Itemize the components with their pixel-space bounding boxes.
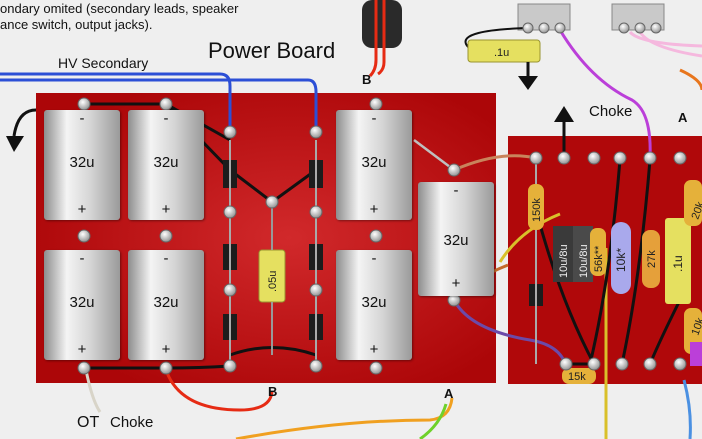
- wire-red-top-2: [377, 0, 386, 76]
- cap-plus: +: [161, 201, 171, 218]
- capacitor-2: - 32u +: [128, 110, 204, 220]
- wire-blue-right: [682, 379, 692, 439]
- film-cap-top-label: .1u: [494, 47, 509, 59]
- film-cap-top: [467, 39, 541, 63]
- choke-bottom-label: Choke: [110, 414, 154, 431]
- cap-minus: -: [79, 110, 85, 127]
- arrow-left-head: [6, 136, 24, 152]
- top-connector: [362, 0, 402, 48]
- black-jumpers: [84, 102, 682, 370]
- res-15k-label: 15k: [568, 371, 586, 383]
- cap-value: 32u: [69, 154, 95, 171]
- wire-purple-bottom: [452, 299, 568, 367]
- choke-top-label: Choke: [589, 103, 633, 120]
- cap-value: 32u: [153, 154, 179, 171]
- capacitor-7: - 32u +: [418, 182, 494, 296]
- capacitor-6: - 32u +: [336, 250, 412, 360]
- res-edge-1: [684, 180, 702, 226]
- cap-minus: -: [79, 250, 85, 267]
- page-title: Power Board: [208, 38, 336, 63]
- cap-plus: +: [451, 275, 461, 292]
- b-top-label: B: [362, 72, 372, 87]
- b-bottom-label: B: [268, 384, 278, 399]
- cap-10u8u-a-label: 10u/8u: [558, 244, 570, 278]
- wire-orange-bottom: [235, 397, 454, 439]
- wire-tan: [453, 154, 537, 172]
- cap-1u: [665, 218, 691, 304]
- wire-red-bottom: [164, 369, 274, 412]
- wire-green-bottom: [419, 403, 448, 439]
- cap-minus: -: [163, 250, 169, 267]
- cap-value: 32u: [443, 232, 469, 249]
- cap-10u8u-b: [573, 226, 593, 282]
- res-56k: [590, 228, 606, 276]
- cap-10k-label: 10k*: [614, 248, 628, 272]
- capacitor-5: - 32u +: [336, 110, 412, 220]
- wire-orange-right: [679, 68, 702, 91]
- turrets: [77, 22, 687, 375]
- cap-plus: +: [77, 341, 87, 358]
- cap-plus: +: [369, 341, 379, 358]
- res-27k-label: 27k: [646, 250, 658, 268]
- cap-plus: +: [161, 341, 171, 358]
- cap-value: 32u: [69, 294, 95, 311]
- wire-gray-2: [84, 369, 102, 413]
- note-line-2: ance switch, output jacks).: [0, 17, 153, 32]
- a-bottom-label: A: [444, 386, 454, 401]
- cap-plus: +: [77, 201, 87, 218]
- cap-minus: -: [453, 182, 459, 199]
- res-56k-label: 56k**: [593, 245, 605, 272]
- cap-value: 32u: [361, 154, 387, 171]
- wire-pink-2: [638, 31, 702, 58]
- capacitor-3: - 32u +: [44, 250, 120, 360]
- arrow-down-head: [518, 76, 538, 90]
- hv-secondary-label: HV Secondary: [58, 55, 149, 71]
- wire-blue-1: [0, 72, 232, 132]
- ot-label: OT: [77, 414, 100, 431]
- capacitor-4: - 32u +: [128, 250, 204, 360]
- wire-gray-1: [413, 139, 455, 171]
- cap-1u-label: .1u: [671, 255, 685, 272]
- a-edge-label: A: [678, 110, 688, 125]
- cap-minus: -: [371, 110, 377, 127]
- res-150k: [528, 184, 544, 230]
- arrow-left: [12, 108, 37, 137]
- wire-blue-2: [0, 78, 318, 132]
- res-27k: [642, 230, 660, 288]
- res-15k: [562, 368, 596, 384]
- cap-10u8u-b-label: 10u/8u: [578, 244, 590, 278]
- cap-value: 32u: [361, 294, 387, 311]
- film-cap-power-label: .05u: [267, 271, 279, 292]
- cap-value: 32u: [153, 294, 179, 311]
- wire-purple: [558, 29, 652, 159]
- res-150k-label: 150k: [531, 198, 543, 222]
- cap-minus: -: [371, 250, 377, 267]
- wire-red-top: [368, 0, 378, 78]
- cap-plus: +: [369, 201, 379, 218]
- note-line-1: ondary omited (secondary leads, speaker: [0, 1, 239, 16]
- arrow-up-head: [554, 106, 574, 122]
- wire-orange-mid: [498, 212, 561, 263]
- capacitor-1: - 32u +: [44, 110, 120, 220]
- cap-10k: [611, 222, 631, 294]
- cap-minus: -: [163, 110, 169, 127]
- cap-purple-edge: [690, 342, 702, 366]
- cap-10u8u-a: [553, 226, 573, 282]
